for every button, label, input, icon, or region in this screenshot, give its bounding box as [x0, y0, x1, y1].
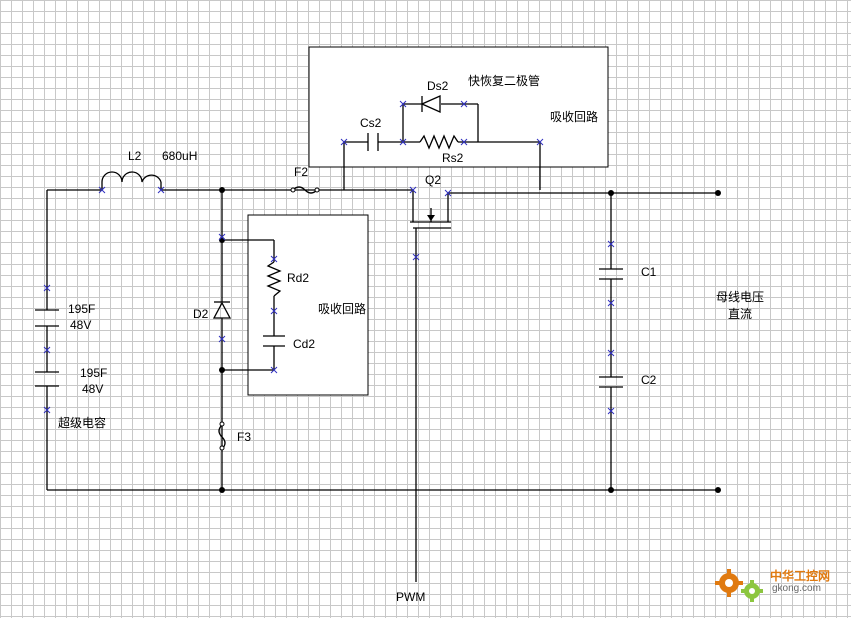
supercap-2 — [35, 371, 59, 387]
label-f3: F3 — [237, 430, 251, 444]
resistor-rs2 — [419, 134, 459, 150]
label-d2: D2 — [193, 307, 209, 321]
label-rs2: Rs2 — [442, 151, 464, 165]
label-cap2-value: 195F — [80, 366, 107, 380]
gear-icon — [715, 569, 763, 602]
label-cap1-value: 195F — [68, 302, 95, 316]
label-fast-recovery-diode: 快恢复二极管 — [468, 73, 540, 88]
watermark-en: gkong.com — [772, 583, 821, 594]
label-cap2-voltage: 48V — [82, 382, 103, 396]
label-c1: C1 — [641, 265, 657, 279]
resistor-rd2 — [266, 261, 282, 297]
inductor-l2 — [101, 171, 162, 183]
label-f2: F2 — [294, 165, 308, 179]
label-rd2: Rd2 — [287, 271, 309, 285]
capacitor-cs2 — [367, 133, 379, 151]
label-cd2: Cd2 — [293, 337, 315, 351]
label-snubber-left: 吸收回路 — [318, 301, 366, 316]
label-cap1-voltage: 48V — [70, 318, 91, 332]
watermark-cn: 中华工控网 — [770, 569, 831, 583]
mosfet-q2 — [410, 200, 451, 229]
label-l2: L2 — [128, 149, 142, 163]
pin-markers — [43, 100, 615, 415]
gkong-logo: 中华工控网 gkong.com — [712, 565, 842, 605]
label-bus-voltage: 母线电压 — [716, 290, 764, 304]
diode-d2 — [212, 301, 232, 319]
label-dc: 直流 — [728, 307, 752, 321]
label-snubber-top: 吸收回路 — [550, 109, 598, 124]
capacitor-cd2 — [263, 335, 285, 347]
label-c2: C2 — [641, 373, 657, 387]
diode-ds2 — [420, 94, 441, 114]
label-q2: Q2 — [425, 173, 441, 187]
junction-nodes — [219, 187, 721, 493]
label-supercap: 超级电容 — [58, 415, 106, 430]
fuse-f3 — [218, 421, 226, 451]
wiring — [46, 103, 718, 582]
label-ds2: Ds2 — [427, 79, 449, 93]
label-l2-value: 680uH — [162, 149, 197, 163]
capacitor-c2 — [599, 376, 623, 388]
snubber-box-top — [308, 46, 609, 168]
supercap-1 — [35, 309, 59, 327]
label-pwm: PWM — [396, 590, 425, 604]
fuse-f2 — [290, 186, 320, 194]
label-cs2: Cs2 — [360, 116, 382, 130]
snubber-box-left — [247, 214, 369, 396]
capacitor-c1 — [599, 268, 623, 280]
